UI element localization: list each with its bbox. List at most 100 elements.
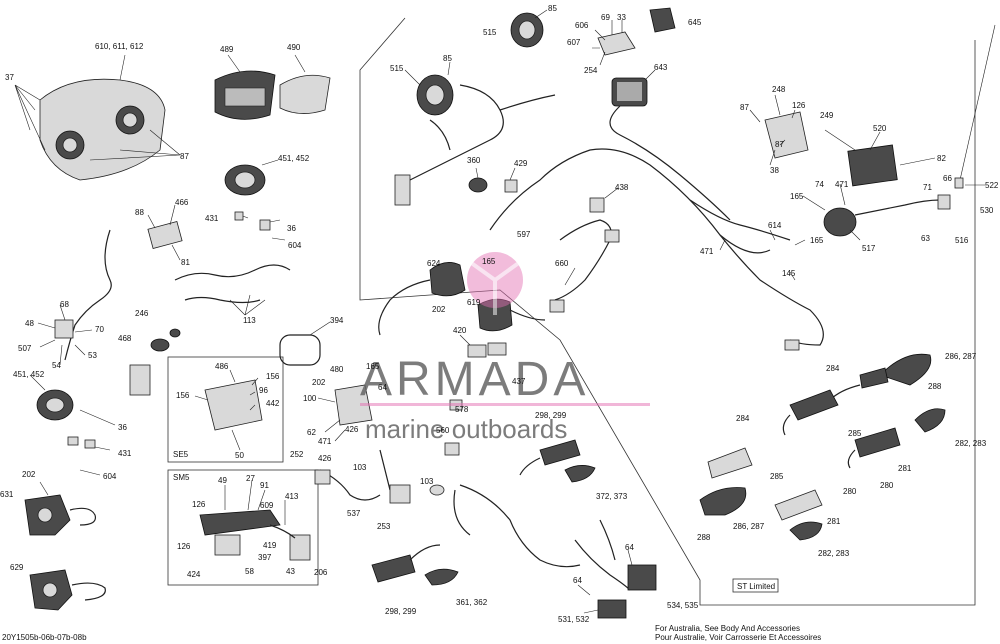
label-202-center: 202 xyxy=(432,305,446,314)
label-88: 88 xyxy=(135,208,144,217)
label-471-left: 471 xyxy=(318,437,332,446)
label-87: 87 xyxy=(180,152,189,161)
label-466: 466 xyxy=(175,198,189,207)
label-531: 531, 532 xyxy=(558,615,590,624)
label-145: 145 xyxy=(782,269,796,278)
label-442: 442 xyxy=(266,399,280,408)
label-534: 534, 535 xyxy=(667,601,699,610)
label-597: 597 xyxy=(517,230,531,239)
label-126-sm5-b: 126 xyxy=(177,542,191,551)
label-288-lower: 288 xyxy=(697,533,711,542)
center-harness xyxy=(394,84,556,206)
label-361: 361, 362 xyxy=(456,598,488,607)
label-451-top: 451, 452 xyxy=(278,154,310,163)
label-624: 624 xyxy=(427,259,441,268)
gasket-394 xyxy=(279,321,331,366)
rear-battery xyxy=(574,519,657,619)
signal-298-upper xyxy=(519,439,581,476)
label-517: 517 xyxy=(862,244,876,253)
label-64-mid: 64 xyxy=(378,383,387,392)
label-70: 70 xyxy=(95,325,104,334)
label-156-b: 156 xyxy=(266,372,280,381)
label-82: 82 xyxy=(937,154,946,163)
label-113: 113 xyxy=(243,316,256,325)
label-202-left: 202 xyxy=(22,470,36,479)
se5-assembly xyxy=(194,369,263,451)
label-285-top: 285 xyxy=(848,429,862,438)
label-62: 62 xyxy=(307,428,316,437)
antenna-522 xyxy=(954,24,996,189)
label-426-a: 426 xyxy=(345,425,359,434)
label-515-top: 515 xyxy=(483,28,497,37)
label-71: 71 xyxy=(923,183,932,192)
label-480: 480 xyxy=(330,365,344,374)
label-64-rear-a: 64 xyxy=(625,543,634,552)
footer-code: 20Y1505b-06b-07b-08b xyxy=(2,633,87,642)
label-27: 27 xyxy=(246,474,255,483)
label-282-top: 282, 283 xyxy=(955,439,987,448)
label-468: 468 xyxy=(118,334,132,343)
label-629: 629 xyxy=(10,563,24,572)
signal-372 xyxy=(564,465,596,483)
caliper-629 xyxy=(29,569,106,611)
australia-note: For Australia, See Body And Accessories … xyxy=(655,624,821,642)
label-486: 486 xyxy=(215,362,229,371)
label-43: 43 xyxy=(286,567,295,576)
label-165-right: 165 xyxy=(790,192,804,201)
label-413: 413 xyxy=(285,492,299,501)
label-st-limited: ST Limited xyxy=(737,582,775,591)
horn-top xyxy=(224,159,286,241)
label-50: 50 xyxy=(235,451,244,460)
label-253: 253 xyxy=(377,522,391,531)
label-431-left: 431 xyxy=(118,449,132,458)
label-281-top: 281 xyxy=(898,464,912,473)
signal-right-284 xyxy=(782,389,839,436)
label-286-lower: 286, 287 xyxy=(733,522,765,531)
label-48: 48 xyxy=(25,319,34,328)
sm5-assembly xyxy=(199,479,311,561)
gps-643 xyxy=(609,69,731,221)
label-103-b: 103 xyxy=(420,477,434,486)
label-520: 520 xyxy=(873,124,887,133)
label-424: 424 xyxy=(187,570,201,579)
label-248: 248 xyxy=(772,85,786,94)
signal-361 xyxy=(424,568,459,586)
label-429: 429 xyxy=(514,159,528,168)
label-471-mid: 471 xyxy=(700,247,714,256)
label-81: 81 xyxy=(181,258,190,267)
speaker-left xyxy=(404,61,454,116)
label-202-mid: 202 xyxy=(312,378,326,387)
label-126-sm5-a: 126 xyxy=(192,500,206,509)
label-280-top: 280 xyxy=(880,481,894,490)
speaker-top xyxy=(510,9,548,48)
label-604-top: 604 xyxy=(288,241,302,250)
label-298-lower: 298, 299 xyxy=(385,607,417,616)
receiver-517 xyxy=(802,183,951,241)
left-harness xyxy=(37,229,291,366)
label-560: 560 xyxy=(436,426,450,435)
label-63: 63 xyxy=(921,234,930,243)
label-126-right: 126 xyxy=(792,101,806,110)
signal-right-282 xyxy=(914,408,946,433)
australia-note-en: For Australia, See Body And Accessories xyxy=(655,624,800,633)
module-520 xyxy=(824,129,936,187)
label-507: 507 xyxy=(18,344,32,353)
label-489: 489 xyxy=(220,45,234,54)
label-36-top: 36 xyxy=(287,224,296,233)
label-74: 74 xyxy=(815,180,824,189)
se5-box xyxy=(167,356,284,463)
label-609: 609 xyxy=(260,501,274,510)
label-103-a: 103 xyxy=(353,463,367,472)
st-limited-box xyxy=(732,578,779,593)
label-68: 68 xyxy=(60,300,69,309)
label-606: 606 xyxy=(575,21,589,30)
label-631: 631 xyxy=(0,490,14,499)
label-254: 254 xyxy=(584,66,598,75)
label-sm5: SM5 xyxy=(173,473,190,482)
label-66: 66 xyxy=(943,174,952,183)
label-431-top: 431 xyxy=(205,214,219,223)
label-394: 394 xyxy=(330,316,344,325)
label-530: 530 xyxy=(980,206,994,215)
plugs-360-429 xyxy=(468,167,518,193)
